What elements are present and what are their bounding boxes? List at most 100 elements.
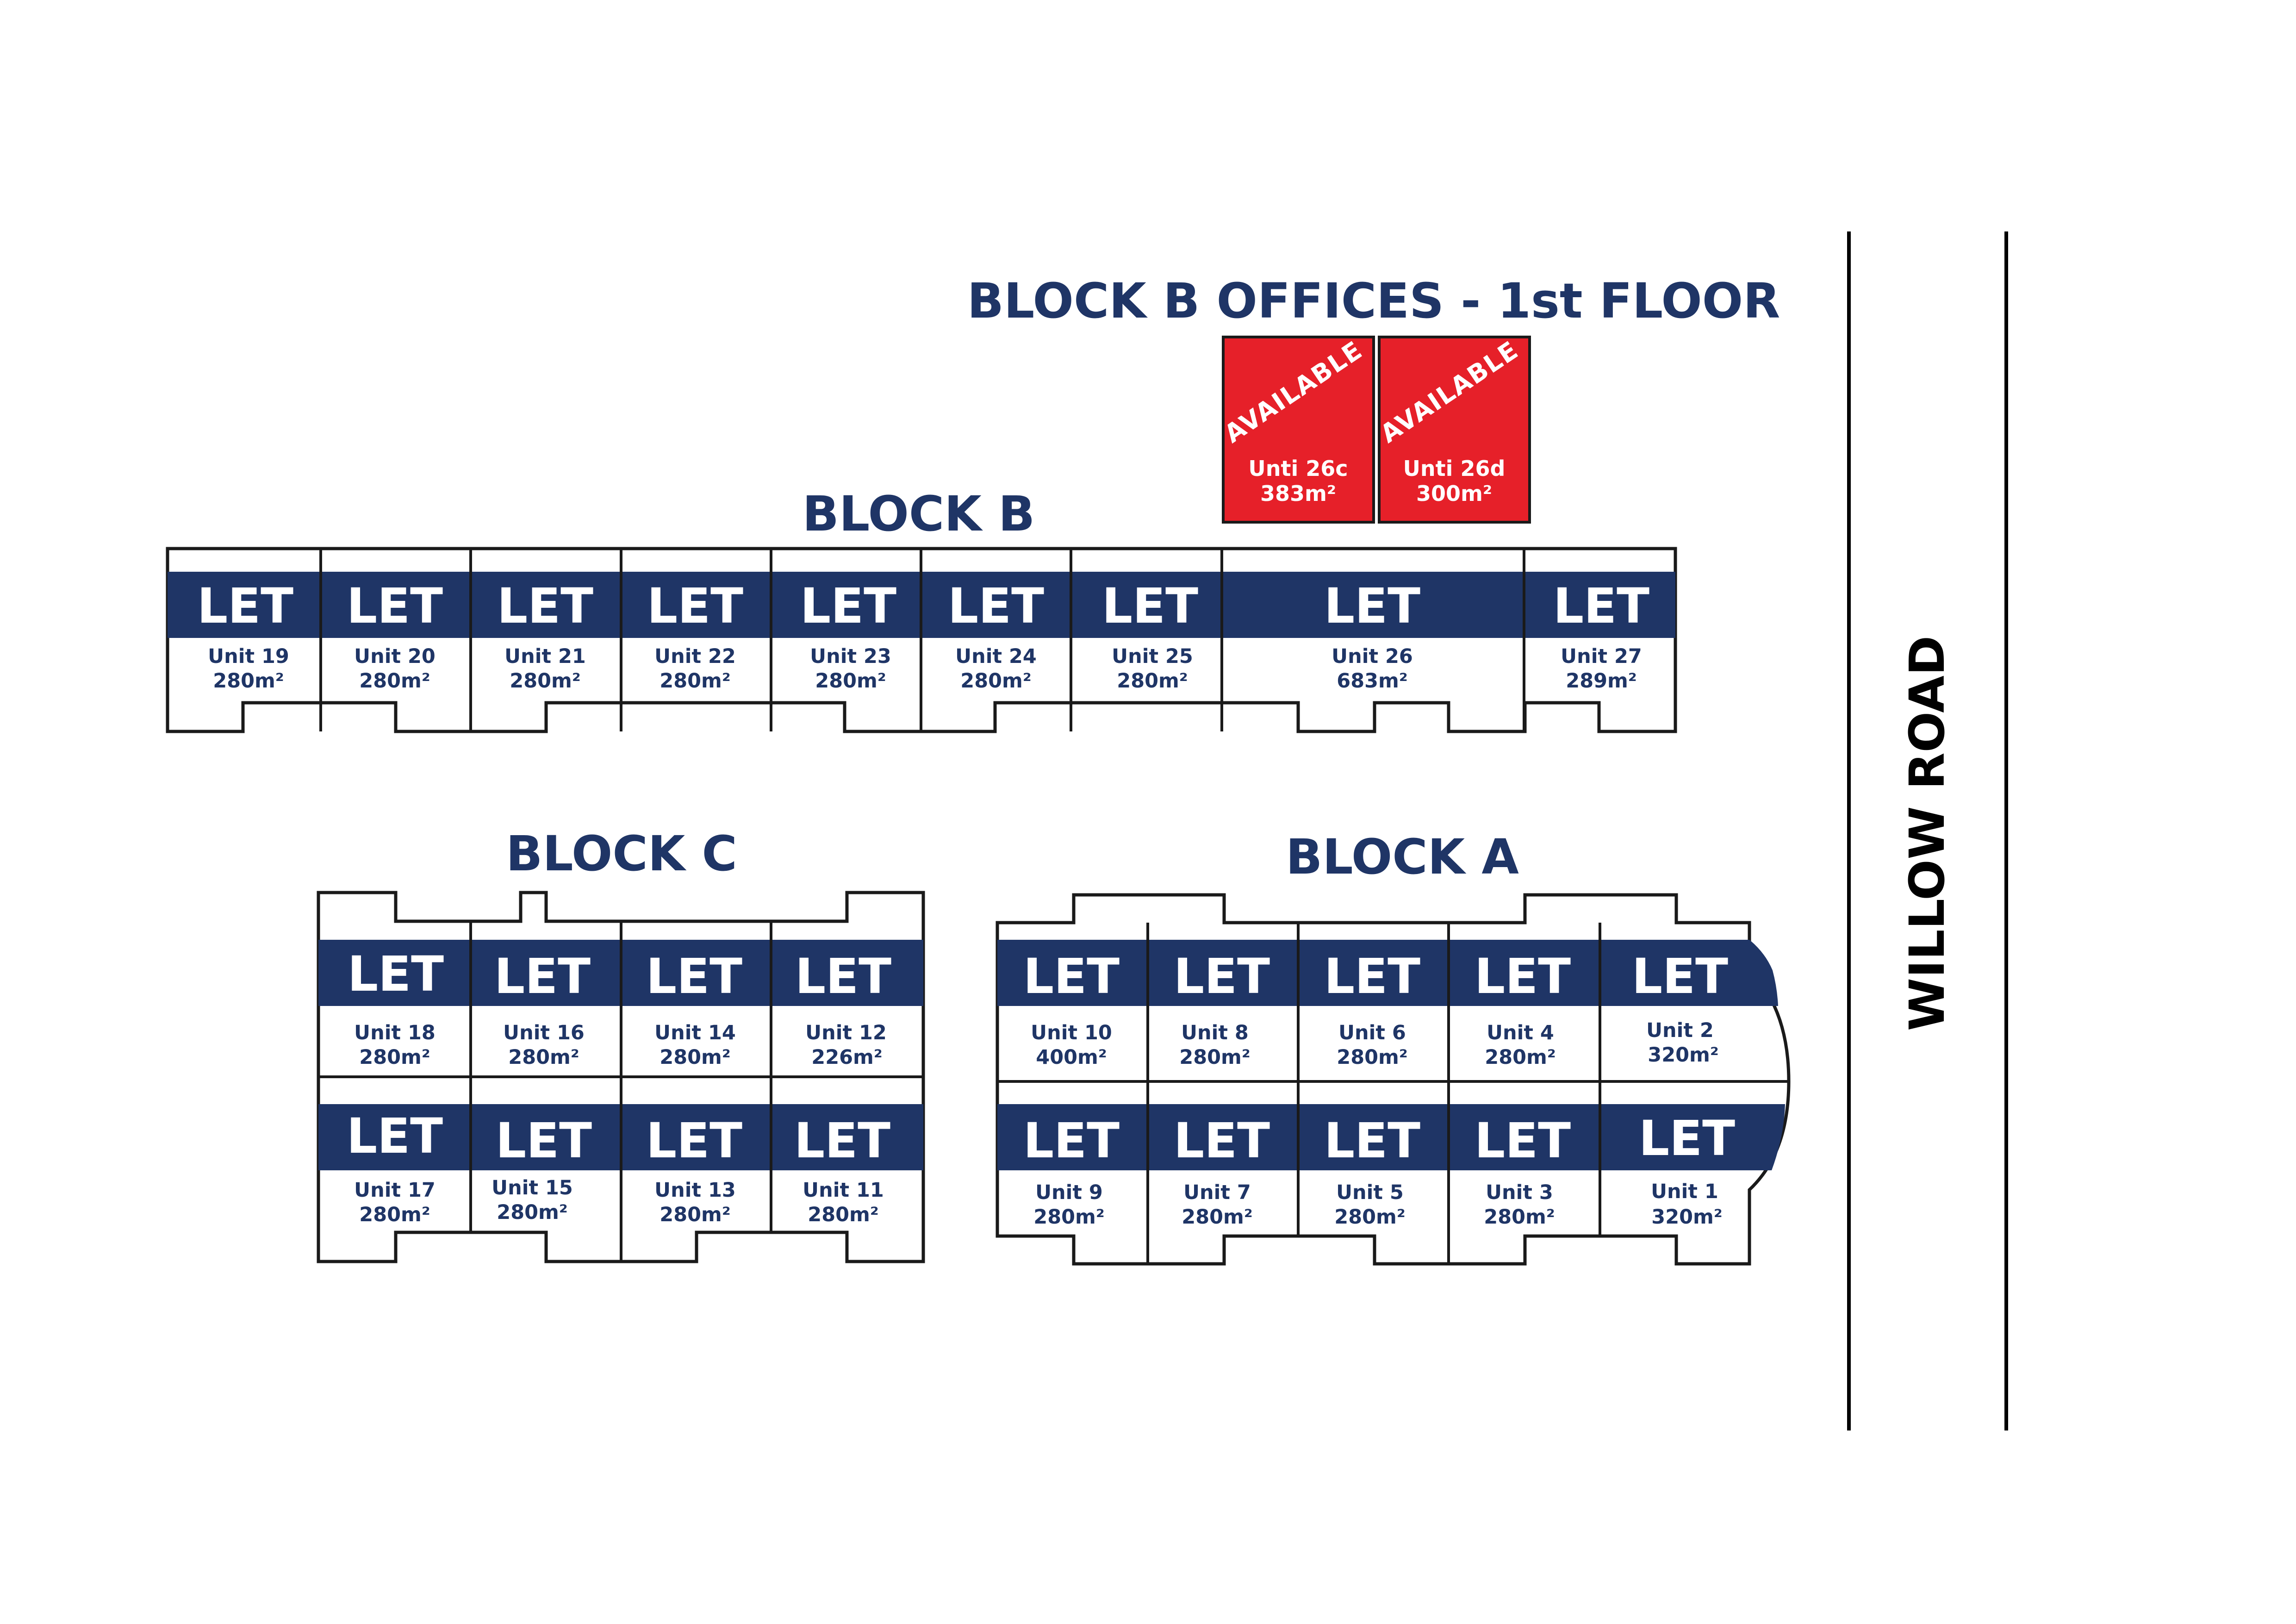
unit-10-name: Unit 10 [1031,1021,1112,1044]
office-26c-box [1222,336,1375,524]
unit-8-name: Unit 8 [1181,1021,1249,1044]
unit-20[interactable]: LET Unit 20 280m² [347,578,443,693]
unit-6-size: 280m² [1337,1046,1407,1069]
unit-1-name: Unit 1 [1651,1180,1718,1203]
block-a: LET Unit 10 400m² LET Unit 8 280m² LET U… [996,893,1791,1266]
unit-16[interactable]: LET Unit 16 280m² [494,948,591,1069]
unit-16-status: LET [494,948,591,1005]
unit-12-name: Unit 12 [805,1021,887,1044]
unit-11-size: 280m² [808,1203,878,1226]
unit-9-size: 280m² [1033,1206,1104,1229]
unit-5-name: Unit 5 [1336,1181,1404,1204]
unit-8-size: 280m² [1179,1046,1250,1069]
unit-25-status: LET [1102,578,1198,634]
unit-13-status: LET [646,1112,742,1169]
unit-7-name: Unit 7 [1183,1181,1251,1204]
unit-22-name: Unit 22 [654,645,736,668]
unit-23[interactable]: LET Unit 23 280m² [800,578,896,693]
office-unit-26c[interactable]: AVAILABLE Unti 26c 383m² [1219,335,1375,524]
unit-21[interactable]: LET Unit 21 280m² [497,578,593,693]
unit-17-status: LET [347,1108,443,1164]
unit-3[interactable]: LET Unit 3 280m² [1475,1112,1571,1229]
block-b-offices-title: BLOCK B OFFICES - 1st FLOOR [967,273,1780,329]
unit-27-status: LET [1553,578,1649,634]
unit-2-size: 320m² [1648,1043,1718,1067]
block-a-title: BLOCK A [1286,829,1519,885]
unit-14[interactable]: LET Unit 14 280m² [646,948,742,1069]
unit-3-name: Unit 3 [1486,1181,1553,1204]
unit-15[interactable]: LET Unit 15 280m² [492,1112,592,1224]
unit-3-size: 280m² [1484,1206,1555,1229]
unit-17[interactable]: LET Unit 17 280m² [347,1108,443,1226]
unit-20-status: LET [347,578,443,634]
unit-12-size: 226m² [811,1046,882,1069]
unit-8-status: LET [1174,948,1270,1005]
unit-2-status: LET [1632,948,1728,1005]
unit-22[interactable]: LET Unit 22 280m² [647,578,743,693]
unit-22-status: LET [647,578,743,634]
unit-18[interactable]: LET Unit 18 280m² [348,946,444,1069]
unit-3-status: LET [1475,1112,1571,1169]
unit-2[interactable]: LET Unit 2 320m² [1632,948,1728,1067]
unit-4-size: 280m² [1485,1046,1556,1069]
unit-6-status: LET [1324,948,1420,1005]
unit-23-size: 280m² [815,669,886,693]
unit-15-name: Unit 15 [492,1176,573,1199]
unit-26[interactable]: LET Unit 26 683m² [1324,578,1420,693]
unit-17-name: Unit 17 [354,1179,436,1202]
road-label: WILLOW ROAD [1899,636,1955,1031]
unit-27-name: Unit 27 [1561,645,1642,668]
unit-13-size: 280m² [660,1203,730,1226]
unit-25[interactable]: LET Unit 25 280m² [1102,578,1198,693]
unit-19-name: Unit 19 [208,645,289,668]
unit-10-size: 400m² [1036,1046,1107,1069]
block-c-title: BLOCK C [506,825,737,882]
unit-8[interactable]: LET Unit 8 280m² [1174,948,1270,1069]
unit-16-name: Unit 16 [503,1021,585,1044]
unit-1[interactable]: LET Unit 1 320m² [1639,1110,1735,1229]
unit-13-name: Unit 13 [654,1179,736,1202]
unit-21-status: LET [497,578,593,634]
unit-19[interactable]: LET Unit 19 280m² [197,578,293,693]
unit-6[interactable]: LET Unit 6 280m² [1324,948,1420,1069]
unit-1-size: 320m² [1651,1206,1722,1229]
unit-18-status: LET [348,946,444,1002]
block-b: LET Unit 19 280m² LET Unit 20 280m² LET … [166,547,1677,733]
unit-2-name: Unit 2 [1646,1019,1714,1042]
office-26d-size: 300m² [1416,481,1492,506]
unit-23-name: Unit 23 [810,645,891,668]
unit-24-size: 280m² [960,669,1031,693]
unit-14-size: 280m² [660,1046,730,1069]
unit-24-status: LET [948,578,1044,634]
unit-27[interactable]: LET Unit 27 289m² [1553,578,1649,693]
unit-11[interactable]: LET Unit 11 280m² [794,1112,890,1226]
unit-14-name: Unit 14 [654,1021,736,1044]
office-unit-26d[interactable]: AVAILABLE Unti 26d 300m² [1375,335,1531,524]
willow-road: WILLOW ROAD [1847,231,2008,1430]
unit-13[interactable]: LET Unit 13 280m² [646,1112,742,1226]
unit-24-name: Unit 24 [955,645,1037,668]
unit-26-name: Unit 26 [1332,645,1413,668]
block-a-band-bottom [997,1104,1785,1170]
unit-12[interactable]: LET Unit 12 226m² [795,948,891,1069]
block-b-offices: AVAILABLE Unti 26c 383m² AVAILABLE Unti … [1219,335,1531,524]
unit-6-name: Unit 6 [1338,1021,1406,1044]
office-26c-name: Unti 26c [1248,456,1348,481]
unit-23-status: LET [800,578,896,634]
unit-25-name: Unit 25 [1112,645,1193,668]
unit-11-name: Unit 11 [803,1179,884,1202]
unit-4-name: Unit 4 [1487,1021,1554,1044]
unit-10[interactable]: LET Unit 10 400m² [1023,948,1120,1069]
unit-7[interactable]: LET Unit 7 280m² [1174,1112,1270,1229]
unit-10-status: LET [1023,948,1120,1005]
office-26d-name: Unti 26d [1403,456,1506,481]
office-26c-size: 383m² [1260,481,1336,506]
unit-5[interactable]: LET Unit 5 280m² [1324,1112,1420,1229]
unit-21-size: 280m² [510,669,580,693]
unit-4[interactable]: LET Unit 4 280m² [1475,948,1571,1069]
unit-24[interactable]: LET Unit 24 280m² [948,578,1044,693]
block-b-title: BLOCK B [803,486,1035,542]
unit-7-size: 280m² [1182,1206,1252,1229]
unit-9[interactable]: LET Unit 9 280m² [1023,1112,1120,1229]
unit-18-name: Unit 18 [354,1021,436,1044]
